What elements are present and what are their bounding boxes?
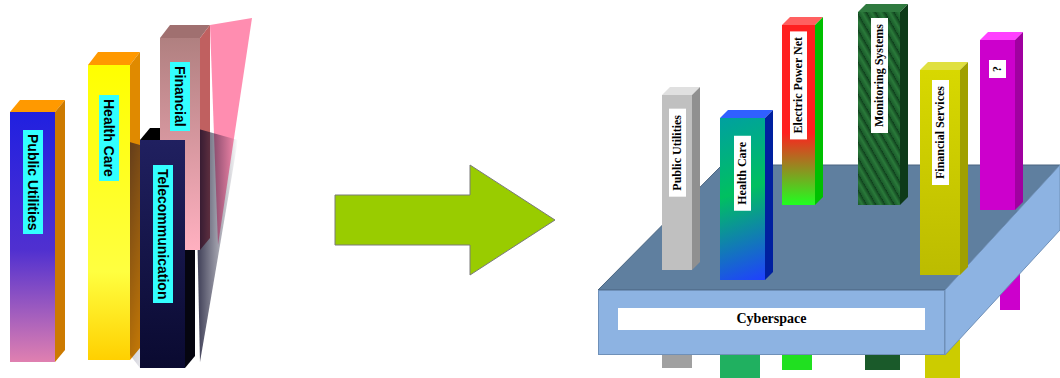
pillar-side: [1015, 32, 1023, 210]
pillar-label: Electric Power Net: [790, 31, 807, 139]
pillar-top: [858, 4, 908, 12]
sector-pillar: Health Care: [88, 65, 130, 360]
pillar-label: Financial Services: [932, 80, 949, 185]
pillar-label: Financial: [170, 62, 190, 131]
pillar-label: Monitoring Systems: [871, 18, 888, 133]
sector-pillar: Public Utilities: [662, 95, 692, 270]
pillar-label: Public Utilities: [23, 130, 43, 234]
pillar-side: [815, 17, 823, 205]
pillar-label: ?: [989, 60, 1006, 78]
sector-pillar: ?: [980, 40, 1015, 210]
sector-pillar: Monitoring Systems: [858, 12, 900, 205]
pillar-side: [765, 110, 773, 280]
pillar-shadow: [195, 128, 238, 362]
sector-pillar: Electric Power Net: [782, 25, 815, 205]
pillar-side: [960, 62, 968, 275]
transition-arrow: [335, 165, 555, 275]
pillar-top: [920, 62, 968, 70]
pillar-label: Cyberspace: [618, 308, 925, 330]
pillar-label: Health Care: [99, 95, 119, 181]
pillar-label: Public Utilities: [669, 109, 686, 197]
sector-pillar: Health Care: [720, 118, 765, 280]
pillar-side: [692, 87, 700, 270]
pillar-top: [720, 110, 773, 118]
sector-pillar: Telecommunication: [140, 140, 185, 368]
sector-pillar: Financial Services: [920, 70, 960, 275]
pillar-side: [55, 100, 65, 362]
sector-pillar: Public Utilities: [10, 112, 55, 362]
pillar-label: Telecommunication: [153, 165, 173, 303]
pillar-label: Health Care: [734, 136, 751, 211]
cyberspace-slab: Cyberspace: [598, 290, 945, 355]
pillar-side: [900, 4, 908, 205]
